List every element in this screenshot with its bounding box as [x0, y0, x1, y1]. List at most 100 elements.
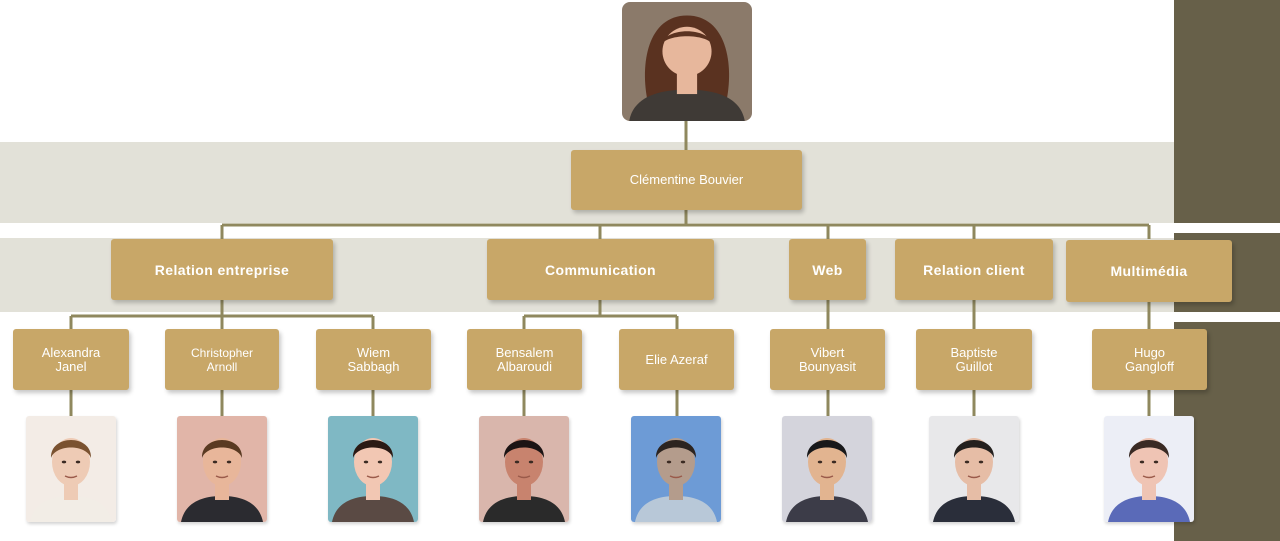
portrait-eye-right	[528, 460, 534, 464]
root-photo-shirt	[629, 89, 745, 121]
member-box-baptiste-guillot[interactable]: Baptiste Guillot	[916, 329, 1032, 390]
portrait-hair	[953, 440, 995, 458]
portrait-mouth	[366, 475, 380, 479]
portrait-eye-left	[363, 460, 369, 464]
member-name: Alexandra Janel	[41, 344, 101, 374]
connector-root-bus	[220, 210, 1151, 239]
member-name: Elie Azeraf	[645, 351, 708, 367]
member-photo	[177, 416, 267, 522]
connector-relation-entreprise	[69, 300, 375, 329]
root-photo	[622, 2, 752, 121]
portrait-eye-left	[1139, 460, 1145, 464]
portrait-eye-left	[817, 460, 823, 464]
portrait-eye-right	[978, 460, 984, 464]
member-box-bensalem-albaroudi[interactable]: Bensalem Albaroudi	[467, 329, 582, 390]
member-box-christopher-arnoll[interactable]: Christopher Arnoll	[165, 329, 279, 390]
member-photo	[479, 416, 569, 522]
portrait-mouth	[1142, 475, 1156, 479]
portrait-mouth	[517, 475, 531, 479]
portrait-hair	[50, 440, 92, 458]
portrait-shirt	[181, 496, 263, 522]
portrait-eye-left	[964, 460, 970, 464]
dept-label: Web	[812, 261, 843, 278]
member-name: Hugo Gangloff	[1125, 344, 1174, 374]
dept-box-web[interactable]: Web	[789, 239, 866, 300]
root-box[interactable]: Clémentine Bouvier	[571, 150, 802, 210]
portrait	[631, 416, 721, 522]
portrait	[328, 416, 418, 522]
member-name: Bensalem Albaroudi	[495, 344, 554, 374]
root-photo-fringe	[661, 31, 713, 45]
portrait-shirt	[786, 496, 868, 522]
portrait-shirt	[1108, 496, 1190, 522]
portrait-face	[955, 438, 993, 486]
member-box-elie-azeraf[interactable]: Elie Azeraf	[619, 329, 734, 390]
dept-label: Relation entreprise	[154, 261, 290, 278]
portrait	[1104, 416, 1194, 522]
member-name: Wiem Sabbagh	[347, 344, 400, 374]
portrait-face	[505, 438, 543, 486]
member-name: Christopher Arnoll	[190, 345, 254, 374]
connector-communication	[522, 300, 679, 329]
portrait	[177, 416, 267, 522]
portrait-mouth	[967, 475, 981, 479]
portrait-face	[1130, 438, 1168, 486]
member-name: Baptiste Guillot	[950, 344, 998, 374]
portrait-eye-left	[514, 460, 520, 464]
dept-label: Multimédia	[1110, 263, 1188, 279]
dept-label: Communication	[545, 261, 656, 278]
portrait-shirt	[30, 496, 112, 522]
portrait	[479, 416, 569, 522]
member-photo	[631, 416, 721, 522]
member-box-wiem-sabbagh[interactable]: Wiem Sabbagh	[316, 329, 431, 390]
portrait-eye-right	[377, 460, 383, 464]
member-name: Vibert Bounyasit	[798, 344, 857, 374]
dept-label: Relation client	[923, 261, 1025, 278]
portrait-mouth	[820, 475, 834, 479]
member-box-hugo-gangloff[interactable]: Hugo Gangloff	[1092, 329, 1207, 390]
portrait-eye-right	[75, 460, 81, 464]
root-name: Clémentine Bouvier	[629, 172, 744, 187]
portrait-face	[657, 438, 695, 486]
portrait	[782, 416, 872, 522]
portrait-eye-right	[831, 460, 837, 464]
portrait-shirt	[635, 496, 717, 522]
portrait-eye-right	[226, 460, 232, 464]
portrait-face	[52, 438, 90, 486]
portrait-face	[808, 438, 846, 486]
dept-box-relation-client[interactable]: Relation client	[895, 239, 1053, 300]
connectors	[69, 121, 1151, 416]
portrait-hair	[503, 440, 545, 458]
portrait-hair	[655, 440, 697, 458]
portrait-eye-right	[1153, 460, 1159, 464]
portrait-eye-left	[61, 460, 67, 464]
portrait	[929, 416, 1019, 522]
dept-box-multimedia[interactable]: Multimédia	[1066, 240, 1232, 302]
member-box-alexandra-janel[interactable]: Alexandra Janel	[13, 329, 129, 390]
portrait-eye-left	[212, 460, 218, 464]
portrait-hair	[806, 440, 848, 458]
portrait-shirt	[933, 496, 1015, 522]
portrait-hair	[1128, 440, 1170, 458]
portrait-shirt	[332, 496, 414, 522]
portrait-mouth	[215, 475, 229, 479]
dept-box-relation-entreprise[interactable]: Relation entreprise	[111, 239, 333, 300]
portrait	[26, 416, 116, 522]
member-photo	[26, 416, 116, 522]
portrait-eye-right	[680, 460, 686, 464]
root-photo-face	[662, 26, 712, 77]
portrait-eye-left	[666, 460, 672, 464]
member-photo	[328, 416, 418, 522]
portrait-hair	[352, 440, 394, 458]
portrait-shirt	[483, 496, 565, 522]
portrait-mouth	[64, 475, 78, 479]
member-box-vibert-bounyasit[interactable]: Vibert Bounyasit	[770, 329, 885, 390]
member-photo	[1104, 416, 1194, 522]
member-photo	[782, 416, 872, 522]
portrait-mouth	[669, 475, 683, 479]
portrait-face	[203, 438, 241, 486]
root-photo-neck	[676, 71, 698, 95]
dept-box-communication[interactable]: Communication	[487, 239, 714, 300]
member-photo	[929, 416, 1019, 522]
